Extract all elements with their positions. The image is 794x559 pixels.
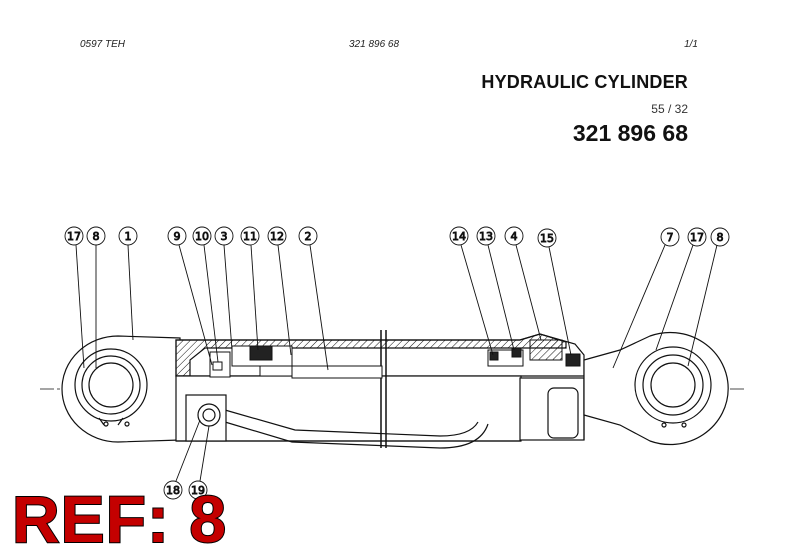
hydraulic-hose <box>224 409 479 437</box>
callout-9: 9 <box>167 226 213 366</box>
callout-label: 11 <box>243 230 257 243</box>
callout-label: 19 <box>191 484 205 497</box>
piston-seals <box>209 339 581 379</box>
callout-7: 7 <box>612 227 680 369</box>
callout-label: 4 <box>511 230 518 243</box>
callout-2: 2 <box>298 226 329 371</box>
callout-13: 13 <box>476 226 515 351</box>
callout-label: 17 <box>67 230 81 243</box>
reference-label: REF: 8 <box>11 482 228 556</box>
callouts: 17 8 1 9 10 3 11 <box>64 226 730 500</box>
callout-8-right: 8 <box>687 227 730 367</box>
hose-fitting <box>185 394 227 442</box>
callout-label: 2 <box>305 230 312 243</box>
callout-10: 10 <box>192 226 219 363</box>
callout-label: 9 <box>174 230 181 243</box>
break-line <box>380 330 387 448</box>
callout-3: 3 <box>214 226 234 351</box>
part-number: 321 896 68 <box>572 120 688 146</box>
callout-19: 19 <box>188 425 210 500</box>
callout-label: 1 <box>125 230 132 243</box>
callout-11: 11 <box>240 226 260 351</box>
callout-label: 12 <box>270 230 284 243</box>
callout-label: 13 <box>479 230 493 243</box>
callout-label: 14 <box>452 230 466 243</box>
callout-15: 15 <box>537 228 572 356</box>
callout-label: 10 <box>195 230 209 243</box>
header-part-number: 321 896 68 <box>349 39 400 50</box>
callout-1: 1 <box>118 226 138 341</box>
callout-17-left: 17 <box>64 226 85 369</box>
callout-label: 17 <box>690 231 704 244</box>
callout-label: 8 <box>717 231 724 244</box>
callout-label: 18 <box>166 484 180 497</box>
rod-housing <box>519 377 585 441</box>
callout-label: 7 <box>667 231 674 244</box>
callout-4: 4 <box>504 226 542 341</box>
drawing-title: HYDRAULIC CYLINDER <box>481 72 688 92</box>
document-code: 0597 TEH <box>80 39 126 50</box>
callout-label: 8 <box>93 230 100 243</box>
cylinder-dimensions: 55 / 32 <box>651 102 688 116</box>
callout-18: 18 <box>163 419 201 500</box>
callout-8-left: 8 <box>86 226 106 368</box>
callout-label: 15 <box>540 232 554 245</box>
left-eye <box>61 335 181 443</box>
right-eye <box>583 331 729 446</box>
callout-label: 3 <box>221 230 228 243</box>
callout-14: 14 <box>449 226 494 356</box>
callout-17-right: 17 <box>655 227 707 351</box>
page-indicator: 1/1 <box>684 39 698 50</box>
callout-12: 12 <box>267 226 292 356</box>
